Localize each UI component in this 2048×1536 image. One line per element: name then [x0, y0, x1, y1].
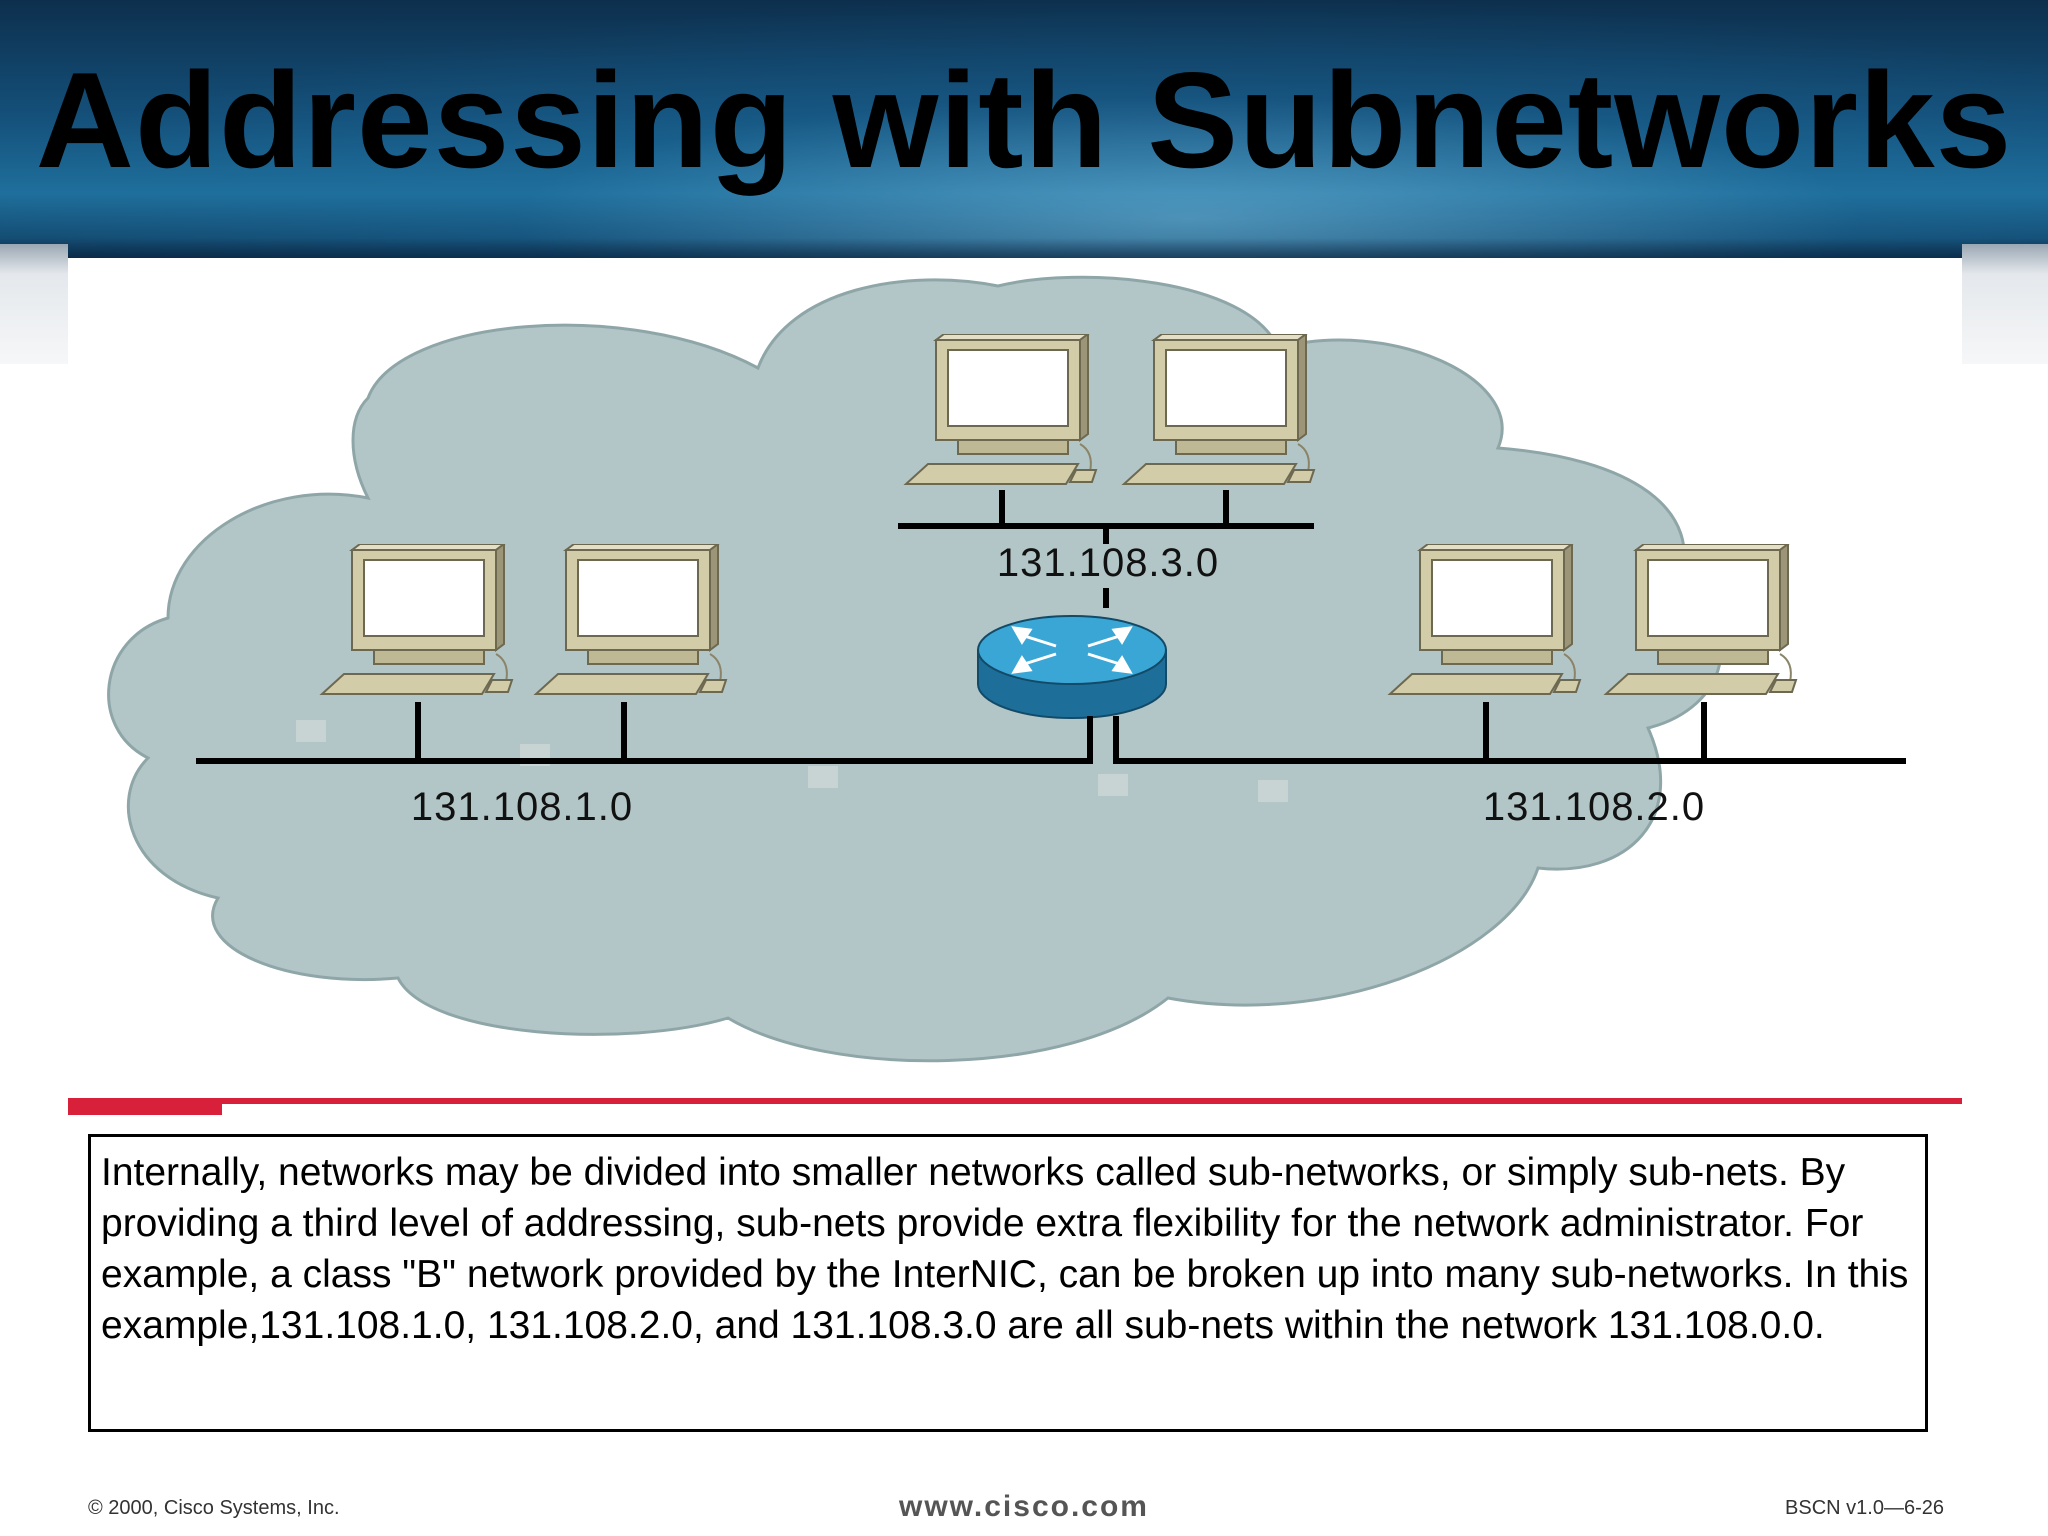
right-accent — [1962, 244, 2048, 364]
network-diagram: 131.108.3.0 — [107, 275, 1906, 1063]
backbone-segment — [196, 702, 1906, 764]
diagram-panel: 131.108.3.0 — [68, 258, 1962, 1098]
copyright-text: © 2000, Cisco Systems, Inc. — [88, 1497, 340, 1519]
section-divider — [68, 1098, 1962, 1104]
subnet-label-131-108-2-0: 131.108.2.0 — [1483, 785, 1705, 829]
divider-accent — [68, 1101, 222, 1115]
slide-id-text: BSCN v1.0—6-26 — [1785, 1497, 1944, 1519]
left-accent — [0, 244, 68, 364]
subnet-3-segment — [898, 490, 1314, 608]
website-text: www.cisco.com — [899, 1490, 1149, 1523]
router-icon — [977, 615, 1167, 719]
cloud-icon — [107, 275, 1723, 1063]
explanation-text: Internally, networks may be divided into… — [88, 1134, 1928, 1432]
subnet-label-131-108-1-0: 131.108.1.0 — [411, 785, 633, 829]
slide-header-background — [0, 0, 2048, 258]
subnet-label-131-108-3-0: 131.108.3.0 — [997, 541, 1219, 585]
slide-title: Addressing with Subnetworks — [35, 44, 2013, 196]
